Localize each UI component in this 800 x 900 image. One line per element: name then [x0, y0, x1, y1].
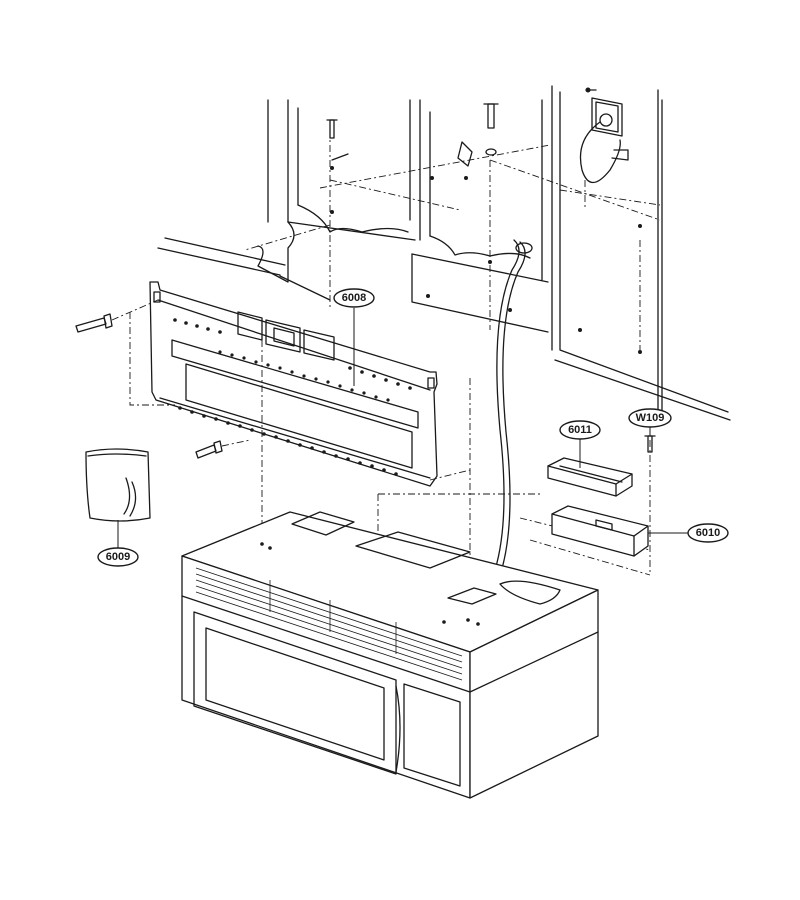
- duct-adapter: [551, 505, 649, 557]
- mounting-screws: [75, 299, 251, 459]
- callout-6008-label: 6008: [342, 292, 366, 304]
- callout-6011-label: 6011: [568, 424, 592, 436]
- callout-6008: 6008: [333, 288, 375, 386]
- callout-6011: 6011: [559, 420, 601, 468]
- callout-w109: W109: [628, 408, 672, 436]
- template-bag: [85, 448, 151, 522]
- microwave-oven: [181, 511, 599, 799]
- mounting-plate: [149, 281, 438, 487]
- alignment-lines-top: [244, 130, 661, 350]
- cabinet-screws: [326, 103, 499, 167]
- callout-6009-label: 6009: [106, 551, 130, 563]
- callout-6010: 6010: [648, 523, 729, 543]
- wall-outlet: [585, 87, 623, 137]
- wall-cabinets: [157, 85, 731, 421]
- callout-6009: 6009: [97, 520, 139, 567]
- callout-6010-label: 6010: [696, 527, 720, 539]
- filter-cover: [547, 457, 633, 497]
- callout-w109-label: W109: [636, 412, 665, 424]
